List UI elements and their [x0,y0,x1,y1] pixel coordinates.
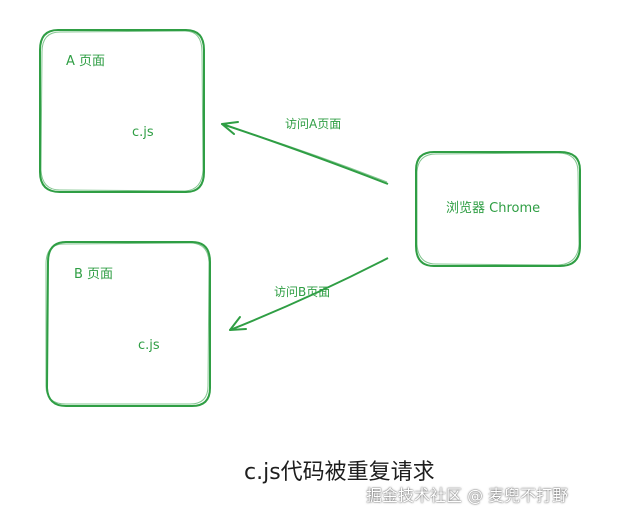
page-b-title: B 页面 [74,267,114,282]
browser-box [415,151,581,267]
page-a-title: A 页面 [66,54,106,69]
arrow-to-page-b [229,257,389,331]
edge-label-to-b: 访问B页面 [274,285,331,299]
page-a-box [39,29,205,193]
diagram-caption: c.js代码被重复请求 [244,460,435,485]
arrow-to-page-a [221,121,389,185]
page-b-box [45,241,211,407]
page-b-cjs-label: c.js [138,338,160,353]
watermark: 掘金技术社区 @ 麦兜不打野 [366,486,569,505]
edge-label-to-a: 访问A页面 [285,117,342,131]
page-a-cjs-label: c.js [132,125,154,140]
browser-label: 浏览器 Chrome [446,201,541,216]
